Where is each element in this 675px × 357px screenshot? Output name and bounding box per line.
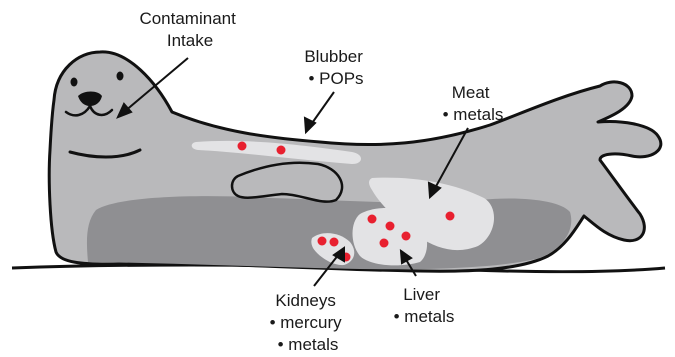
label-line: • metals bbox=[443, 105, 504, 124]
seal-eye bbox=[71, 78, 78, 87]
label-line: • metals bbox=[278, 335, 339, 354]
label-line: Meat bbox=[452, 83, 490, 102]
blubber-label: Blubber • POPs bbox=[304, 47, 367, 88]
contaminant-dot bbox=[368, 215, 377, 224]
seal-eye bbox=[117, 72, 124, 81]
contaminant-dot bbox=[318, 237, 327, 246]
contaminant-dot bbox=[330, 238, 339, 247]
contaminant-dot bbox=[402, 232, 411, 241]
kidneys-label: Kidneys • mercury • metals bbox=[270, 291, 347, 354]
liver-label: Liver • metals bbox=[394, 285, 455, 326]
contaminant-intake-label: Contaminant Intake bbox=[139, 9, 240, 50]
contaminant-dot bbox=[238, 142, 247, 151]
label-line: • mercury bbox=[270, 313, 343, 332]
label-line: Kidneys bbox=[275, 291, 335, 310]
label-line: Intake bbox=[167, 31, 213, 50]
contaminant-dot bbox=[446, 212, 455, 221]
contaminant-dot bbox=[277, 146, 286, 155]
contaminant-dot bbox=[380, 239, 389, 248]
label-line: • metals bbox=[394, 307, 455, 326]
label-line: Blubber bbox=[304, 47, 363, 66]
contaminant-dot bbox=[386, 222, 395, 231]
meat-label: Meat • metals bbox=[443, 83, 504, 124]
liver-region bbox=[353, 208, 428, 265]
label-line: Contaminant bbox=[139, 9, 236, 28]
blubber-arrow bbox=[310, 92, 334, 126]
label-line: • POPs bbox=[308, 69, 363, 88]
label-line: Liver bbox=[403, 285, 440, 304]
